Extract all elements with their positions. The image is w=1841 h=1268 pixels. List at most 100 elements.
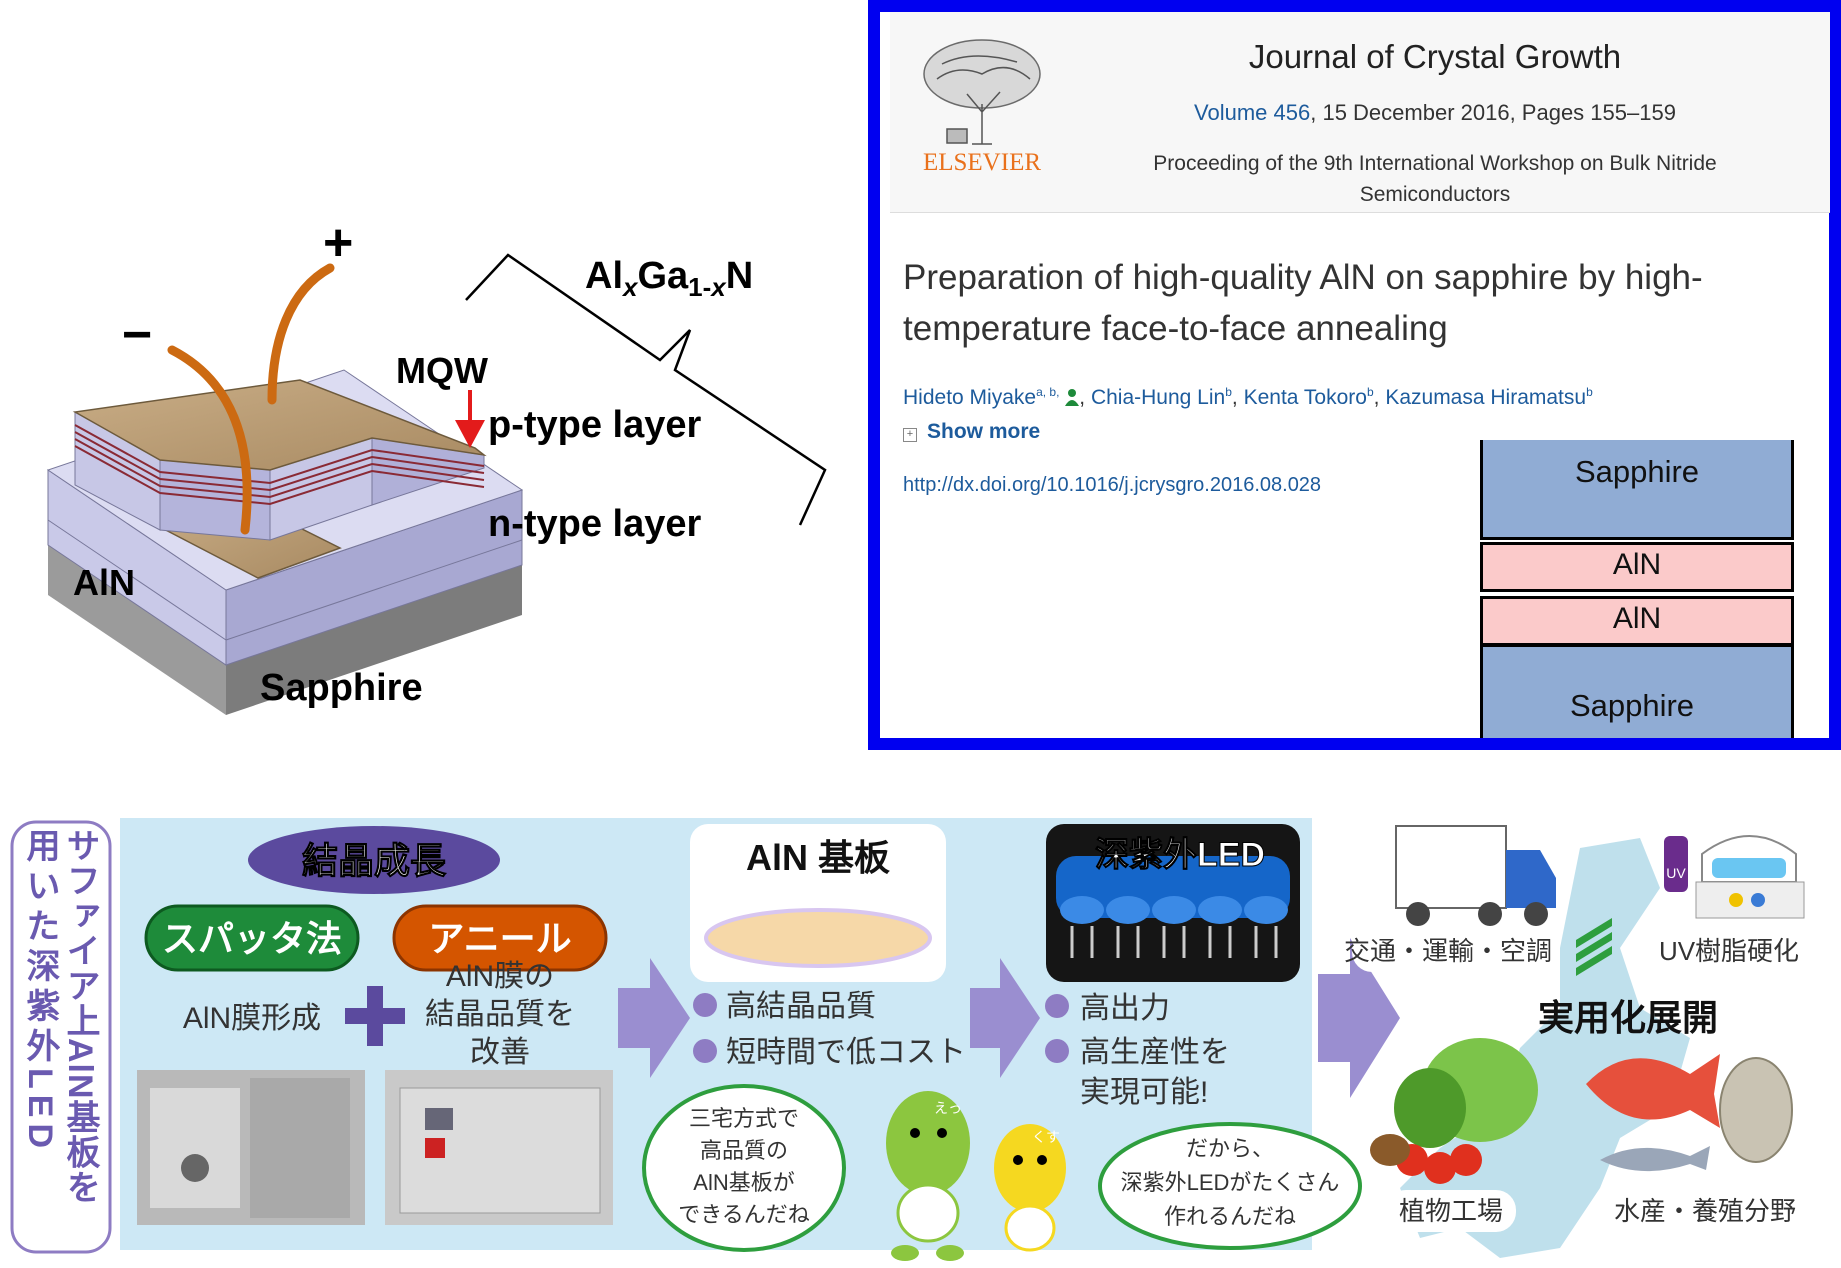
aln-improve-line-2: 結晶品質を xyxy=(425,998,575,1031)
mqw-label: MQW xyxy=(396,350,488,391)
stack-aln-top xyxy=(1480,542,1794,592)
volume-info: Volume 456, 15 December 2016, Pages 155–… xyxy=(1060,100,1810,126)
face-to-face-stack: Sapphire AlN AlN Sapphire xyxy=(1480,440,1794,738)
app-fish: 水産・養殖分野 xyxy=(1614,1196,1796,1226)
show-more-toggle[interactable]: +Show more xyxy=(903,420,1040,444)
bullet-dot xyxy=(1045,1039,1069,1063)
doi-link[interactable]: http://dx.doi.org/10.1016/j.jcrysgro.201… xyxy=(903,474,1322,496)
sputter-equipment-photo xyxy=(137,1070,365,1225)
author-1[interactable]: Hideto Miyakea, b, xyxy=(903,385,1060,409)
mesa-block xyxy=(72,379,487,541)
crystal-growth-label: 結晶成長 xyxy=(302,840,447,881)
truck-icon xyxy=(1395,825,1556,926)
sputter-badge xyxy=(144,904,360,972)
substrate-point-1: 高結晶品質 xyxy=(726,990,876,1023)
uv-bottle-label: UV xyxy=(1666,865,1686,881)
plant-factory-label-box xyxy=(1386,1190,1516,1232)
article-panel: ELSEVIER Journal of Crystal Growth Volum… xyxy=(868,0,1841,750)
side-title-col1: サファイア上AlN基板を xyxy=(61,828,100,1205)
uv-curing-icon: UV xyxy=(1664,835,1805,919)
sapphire-label: Sapphire xyxy=(260,667,423,709)
vegetables-icon xyxy=(1370,1038,1538,1184)
person-icon[interactable] xyxy=(1065,388,1080,406)
mascot-right-tag: くす xyxy=(1032,1129,1060,1145)
bubble-right-line-1: だから、 xyxy=(1186,1136,1274,1161)
aln-improve-line-1: AlN膜の xyxy=(446,960,554,993)
anneal-label: アニール xyxy=(428,918,571,959)
fishery-label-box xyxy=(1594,1190,1816,1232)
mascot-left-tag: えっ xyxy=(934,1100,962,1116)
volume-details: , 15 December 2016, Pages 155–159 xyxy=(1310,100,1676,125)
author-3[interactable]: Kenta Tokorob xyxy=(1243,385,1374,409)
app-uv-resin: UV樹脂硬化 xyxy=(1659,936,1799,966)
led-point-1: 高出力 xyxy=(1080,992,1170,1025)
journal-header xyxy=(890,12,1830,213)
side-title-col2: 用いた深紫外LED xyxy=(21,828,60,1154)
process-arrow-3 xyxy=(1318,938,1400,1098)
bubble-right-line-2: 深紫外LEDがたくさん xyxy=(1121,1170,1340,1195)
author-2[interactable]: Chia-Hung Linb xyxy=(1090,385,1232,409)
process-arrow-1 xyxy=(618,958,690,1078)
plus-icon xyxy=(345,986,405,1046)
led-structure-diagram: + − AlxGa1-xN MQW p-type layer n-type la… xyxy=(46,214,827,715)
wire-negative xyxy=(167,345,252,535)
volume-link[interactable]: Volume 456 xyxy=(1194,100,1311,125)
process-banner: サファイア上AlN基板を 用いた深紫外LED 結晶成長 スパッタ法 アニール A… xyxy=(10,818,1824,1261)
article-title-line-1: Preparation of high-quality AlN on sapph… xyxy=(903,258,1703,297)
bullet-dot xyxy=(1045,994,1069,1018)
aln-film-formation: AlN膜形成 xyxy=(183,1002,321,1035)
bubble-left-line-1: 三宅方式で xyxy=(689,1106,799,1131)
expand-icon: + xyxy=(903,428,917,442)
stack-sapphire-top xyxy=(1480,440,1794,540)
uv-resin-label-box xyxy=(1634,930,1824,972)
app-transport: 交通・運輸・空調 xyxy=(1344,936,1552,966)
author-4[interactable]: Kazumasa Hiramatsub xyxy=(1385,385,1593,409)
apps-title: 実用化展開 xyxy=(1538,997,1718,1038)
bubble-left-line-3: AlN基板が xyxy=(693,1170,794,1195)
speech-bubble-left xyxy=(642,1084,846,1252)
elsevier-wordmark: ELSEVIER xyxy=(923,149,1041,174)
journal-title[interactable]: Journal of Crystal Growth xyxy=(1248,38,1622,75)
bubble-left-line-2: 高品質の xyxy=(700,1138,788,1163)
wire-positive xyxy=(267,263,335,405)
aln-label: AlN xyxy=(73,562,135,603)
stack-aln-bottom-label: AlN xyxy=(1612,602,1662,635)
led-point-2: 高生産性を xyxy=(1080,1036,1230,1069)
bullet-dot xyxy=(693,1039,717,1063)
sapphire-layer xyxy=(48,545,522,715)
article-title-line-2: temperature face-to-face annealing xyxy=(903,309,1448,348)
aln-improve-line-3: 改善 xyxy=(470,1036,530,1069)
article-title: Preparation of high-quality AlN on sapph… xyxy=(903,252,1833,354)
aln-wafer-icon xyxy=(704,908,932,968)
proceeding-line-2: Semiconductors xyxy=(1359,183,1511,206)
alxgan-bracket xyxy=(465,253,827,526)
stack-sapphire-bottom-label: Sapphire xyxy=(1569,688,1695,723)
bubble-left-line-4: できるんだね xyxy=(678,1202,810,1227)
side-title-frame xyxy=(10,820,112,1254)
bullet-dot xyxy=(693,993,717,1017)
mascot-right: くす xyxy=(994,1124,1066,1252)
transport-label-box xyxy=(1352,930,1544,972)
minus-sign: − xyxy=(122,306,152,364)
mascot-left: えっ xyxy=(886,1091,970,1261)
bubble-right-line-3: 作れるんだね xyxy=(1164,1204,1296,1229)
stack-sapphire-top-label: Sapphire xyxy=(1574,454,1700,489)
p-type-layer-label: p-type layer xyxy=(488,404,702,446)
alxgan-label: AlxGa1-xN xyxy=(585,255,753,302)
proceeding-info: Proceeding of the 9th International Work… xyxy=(1060,148,1810,210)
plus-sign: + xyxy=(323,214,353,272)
substrate-point-2: 短時間で低コスト xyxy=(726,1036,966,1069)
led-array-icon xyxy=(1056,856,1290,958)
sputter-label: スパッタ法 xyxy=(162,918,342,959)
proceeding-line-1: Proceeding of the 9th International Work… xyxy=(1153,152,1717,175)
author-list: Hideto Miyakea, b, , Chia-Hung Linb, Ken… xyxy=(903,385,1593,409)
app-plant: 植物工場 xyxy=(1399,1196,1503,1226)
mqw-arrow xyxy=(455,390,485,448)
speech-bubble-right xyxy=(1098,1122,1362,1250)
duv-led-title: 深紫外LED xyxy=(1095,836,1265,874)
led-point-3: 実現可能! xyxy=(1080,1076,1208,1109)
crystal-growth-badge xyxy=(248,826,500,894)
stack-aln-top-label: AlN xyxy=(1612,548,1662,581)
stack-sapphire-bottom xyxy=(1480,644,1794,738)
anneal-furnace-photo xyxy=(385,1070,613,1225)
